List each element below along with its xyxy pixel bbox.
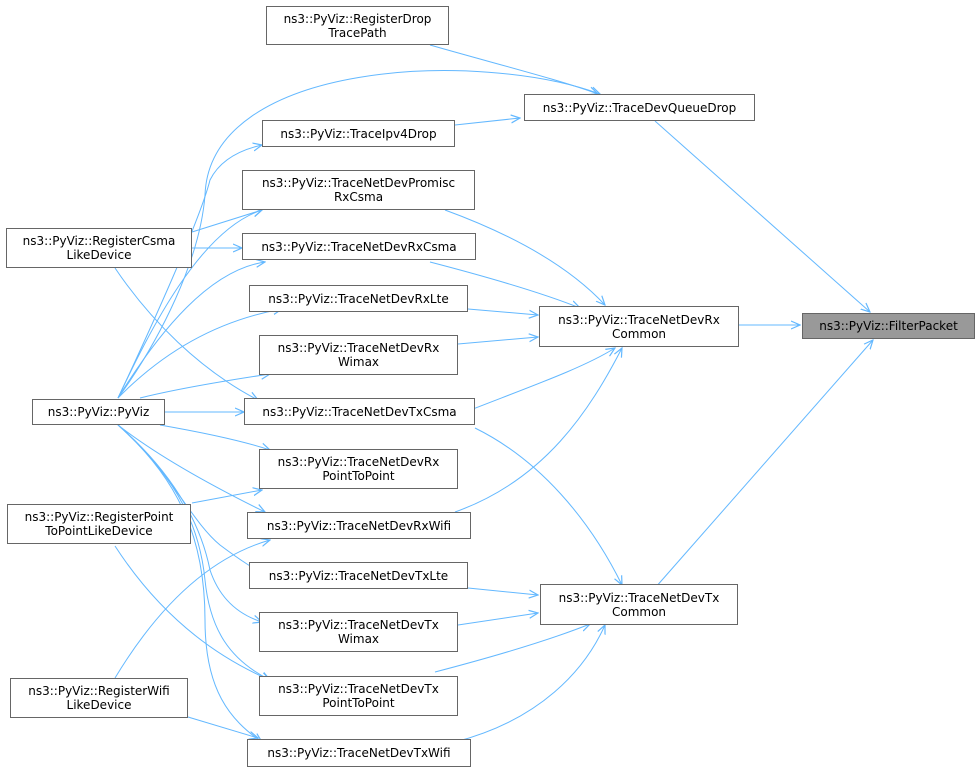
node-trace-dev-queue-drop-label: ns3::PyViz::TraceDevQueueDrop xyxy=(542,100,737,115)
node-trace-net-dev-rx-csma[interactable]: ns3::PyViz::TraceNetDevRxCsma xyxy=(242,233,476,260)
node-pyviz-constructor-label: ns3::PyViz::PyViz xyxy=(47,405,150,419)
node-register-drop-trace-path-line-2: TracePath xyxy=(328,25,387,40)
node-trace-net-dev-promisc-rx-csma-line-2: RxCsma xyxy=(333,190,384,204)
node-trace-net-dev-rx-point-to-point[interactable]: ns3::PyViz::TraceNetDevRx PointToPoint xyxy=(259,449,458,489)
node-trace-net-dev-rx-common[interactable]: ns3::PyViz::TraceNetDevRx Common xyxy=(539,306,739,347)
node-trace-net-dev-rx-lte-label: ns3::PyViz::TraceNetDevRxLte xyxy=(268,291,449,306)
edge-txlte-to-txcommon xyxy=(467,587,538,595)
node-trace-net-dev-tx-wifi[interactable]: ns3::PyViz::TraceNetDevTxWifi xyxy=(247,739,471,767)
node-register-drop-trace-path[interactable]: ns3::PyViz::RegisterDrop TracePath xyxy=(266,6,449,45)
node-trace-net-dev-promisc-rx-csma-line-1: ns3::PyViz::TraceNetDevPromisc xyxy=(261,176,456,190)
edge-txcommon-to-filterpacket xyxy=(654,340,873,589)
node-register-wifi-like-device-line-1: ns3::PyViz::RegisterWifi xyxy=(28,684,170,698)
edge-pyviz-to-txp2p xyxy=(117,424,270,680)
node-register-wifi-like-device-line-2: LikeDevice xyxy=(66,698,132,712)
edge-rxcsma-to-rxcommon xyxy=(429,261,580,308)
edge-rxwifi-to-rxcommon xyxy=(454,348,622,513)
edge-devqueuedrop-to-filterpacket xyxy=(654,120,870,312)
node-register-csma-like-device-line-1: ns3::PyViz::RegisterCsma xyxy=(22,234,176,248)
edge-registercsma-to-promisc xyxy=(191,210,262,233)
node-trace-net-dev-rx-csma-label: ns3::PyViz::TraceNetDevRxCsma xyxy=(261,239,457,254)
node-trace-net-dev-rx-point-to-point-line-2: PointToPoint xyxy=(322,469,395,483)
node-register-wifi-like-device[interactable]: ns3::PyViz::RegisterWifi LikeDevice xyxy=(10,678,188,718)
edge-pyviz-to-promisc xyxy=(117,210,262,399)
node-register-point-to-point-like-device-line-2: ToPointLikeDevice xyxy=(45,524,153,538)
edge-registerp2p-to-txp2p xyxy=(114,545,270,680)
edge-pyviz-to-ipv4drop xyxy=(117,145,262,399)
edge-registercsma-to-txcsma xyxy=(114,267,258,400)
node-trace-net-dev-tx-wimax[interactable]: ns3::PyViz::TraceNetDevTx Wimax xyxy=(259,612,458,652)
node-filter-packet: ns3::PyViz::FilterPacket xyxy=(802,313,975,339)
node-trace-net-dev-tx-common-line-1: ns3::PyViz::TraceNetDevTx xyxy=(558,590,720,605)
node-trace-net-dev-rx-wimax-line-2: Wimax xyxy=(337,355,380,369)
edge-rxlte-to-rxcommon xyxy=(467,308,538,315)
node-trace-net-dev-rx-point-to-point-line-1: ns3::PyViz::TraceNetDevRx xyxy=(277,455,440,469)
node-trace-net-dev-tx-wimax-line-1: ns3::PyViz::TraceNetDevTx xyxy=(278,618,439,632)
node-trace-net-dev-rx-lte[interactable]: ns3::PyViz::TraceNetDevRxLte xyxy=(249,285,468,312)
edge-registerp2p-to-rxp2p xyxy=(191,490,262,504)
node-trace-net-dev-tx-lte-label: ns3::PyViz::TraceNetDevTxLte xyxy=(268,568,449,583)
node-trace-net-dev-tx-point-to-point-line-2: PointToPoint xyxy=(322,696,395,710)
edge-registerwifi-to-txwifi xyxy=(187,716,258,738)
node-trace-net-dev-tx-common-line-2: Common xyxy=(611,604,667,619)
node-trace-net-dev-rx-common-line-2: Common xyxy=(611,326,667,341)
edge-txp2p-to-txcommon xyxy=(434,624,590,673)
node-trace-net-dev-tx-common[interactable]: ns3::PyViz::TraceNetDevTx Common xyxy=(540,584,738,625)
edge-registerdrop-to-devqueuedrop xyxy=(429,44,598,94)
node-trace-net-dev-rx-wimax[interactable]: ns3::PyViz::TraceNetDevRx Wimax xyxy=(259,335,458,375)
node-trace-net-dev-tx-wimax-line-2: Wimax xyxy=(337,632,380,646)
node-trace-net-dev-rx-wimax-line-1: ns3::PyViz::TraceNetDevRx xyxy=(277,341,440,355)
edge-pyviz-to-txwifi xyxy=(117,424,262,742)
node-trace-net-dev-tx-csma[interactable]: ns3::PyViz::TraceNetDevTxCsma xyxy=(244,398,475,425)
node-pyviz-constructor[interactable]: ns3::PyViz::PyViz xyxy=(32,399,165,425)
node-trace-net-dev-rx-wifi-label: ns3::PyViz::TraceNetDevRxWifi xyxy=(266,518,452,533)
node-filter-packet-label: ns3::PyViz::FilterPacket xyxy=(819,319,958,333)
edge-txwifi-to-txcommon xyxy=(454,625,605,743)
node-trace-ipv4-drop-label: ns3::PyViz::TraceIpv4Drop xyxy=(280,126,437,141)
edge-registerwifi-to-rxwifi xyxy=(114,540,270,679)
edge-pyviz-to-rxcsma xyxy=(117,262,265,399)
node-register-point-to-point-like-device[interactable]: ns3::PyViz::RegisterPoint ToPointLikeDev… xyxy=(7,504,191,544)
node-trace-net-dev-rx-common-line-1: ns3::PyViz::TraceNetDevRx xyxy=(558,312,720,327)
node-trace-net-dev-promisc-rx-csma[interactable]: ns3::PyViz::TraceNetDevPromisc RxCsma xyxy=(242,170,475,210)
node-trace-net-dev-tx-lte[interactable]: ns3::PyViz::TraceNetDevTxLte xyxy=(249,562,468,589)
edge-pyviz-to-rxlte xyxy=(117,309,282,399)
node-register-point-to-point-like-device-line-1: ns3::PyViz::RegisterPoint xyxy=(24,510,174,524)
edge-pyviz-to-rxp2p xyxy=(159,424,270,450)
node-register-drop-trace-path-line-1: ns3::PyViz::RegisterDrop xyxy=(283,11,432,26)
node-register-csma-like-device[interactable]: ns3::PyViz::RegisterCsma LikeDevice xyxy=(6,228,192,268)
node-trace-net-dev-rx-wifi[interactable]: ns3::PyViz::TraceNetDevRxWifi xyxy=(247,512,471,539)
node-trace-net-dev-tx-point-to-point[interactable]: ns3::PyViz::TraceNetDevTx PointToPoint xyxy=(259,676,458,716)
edge-pyviz-to-devqueuedrop xyxy=(117,70,600,399)
node-trace-net-dev-tx-wifi-label: ns3::PyViz::TraceNetDevTxWifi xyxy=(267,746,451,760)
edge-txwimax-to-txcommon xyxy=(457,613,538,626)
edge-ipv4drop-to-devqueuedrop xyxy=(454,118,520,126)
edge-rxwimax-to-rxcommon xyxy=(457,337,538,345)
edge-pyviz-to-rxwimax xyxy=(139,374,270,399)
edge-promisc-to-rxcommon xyxy=(444,209,605,305)
node-trace-net-dev-tx-point-to-point-line-1: ns3::PyViz::TraceNetDevTx xyxy=(278,682,439,696)
node-trace-net-dev-tx-csma-label: ns3::PyViz::TraceNetDevTxCsma xyxy=(262,404,457,419)
node-trace-dev-queue-drop[interactable]: ns3::PyViz::TraceDevQueueDrop xyxy=(524,94,755,121)
edge-txcsma-to-txcommon xyxy=(474,427,622,585)
edge-pyviz-to-rxwifi xyxy=(117,424,265,512)
node-register-csma-like-device-line-2: LikeDevice xyxy=(66,248,132,262)
node-trace-ipv4-drop[interactable]: ns3::PyViz::TraceIpv4Drop xyxy=(262,120,455,147)
